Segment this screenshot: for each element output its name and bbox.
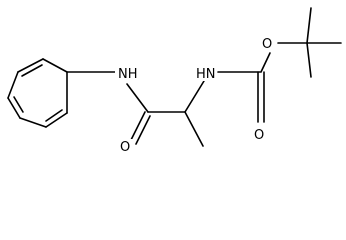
bond-tbutyl-methyl-top [306, 7, 312, 44]
svg-text:O: O [120, 140, 130, 155]
bond-n-carbonyl-c [126, 83, 149, 113]
svg-text:HN: HN [196, 67, 216, 82]
bond-alpha-c-methyl [184, 111, 204, 147]
backbone-bonds [66, 7, 342, 147]
svg-text:NH: NH [118, 67, 138, 82]
atom-label-carbonyl-oxygen: O [253, 126, 267, 143]
bond-alpha-c-nh [184, 80, 205, 113]
phenyl-ring [7, 58, 68, 128]
atom-label-carbamate-hn: HN [194, 65, 217, 82]
bond-tbutyl-methyl-bottom [306, 42, 312, 78]
bond-carbonyl-c-o-1 [130, 111, 146, 141]
bond-carbamate-c-ester-o [260, 52, 271, 73]
chemical-structure: NH HN O O O [7, 7, 342, 155]
atom-label-ester-oxygen: O [261, 35, 275, 52]
svg-text:O: O [254, 128, 264, 143]
svg-text:O: O [262, 37, 272, 52]
atom-label-amide-oxygen: O [119, 139, 133, 155]
atom-label-amide-nh: NH [115, 65, 138, 82]
bond-carbonyl-c-o-2 [135, 115, 151, 145]
